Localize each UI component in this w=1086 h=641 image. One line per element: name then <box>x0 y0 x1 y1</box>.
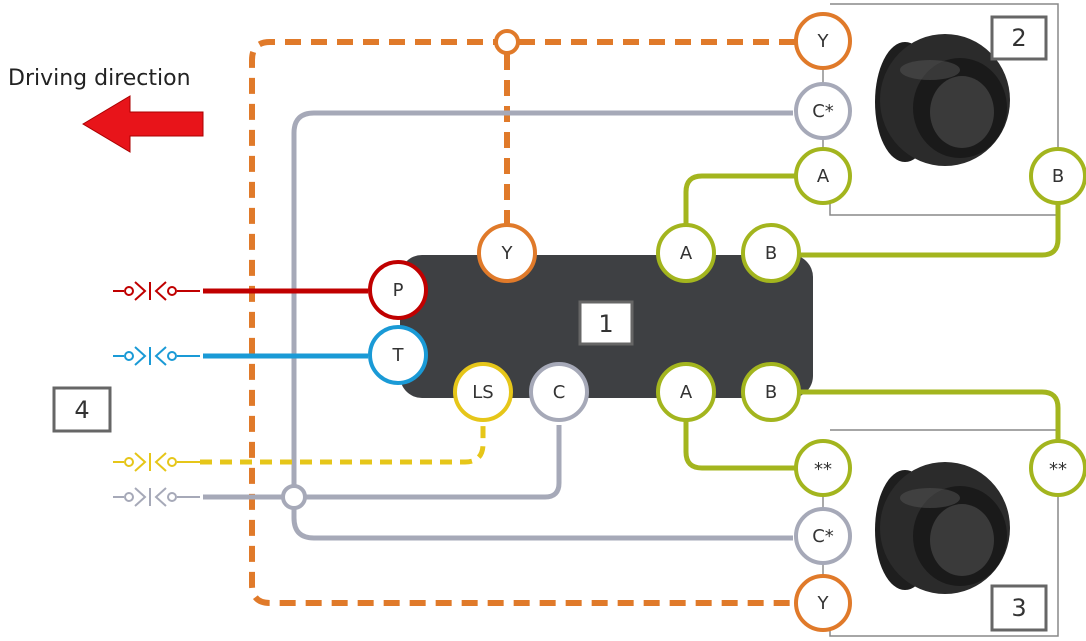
box-motor-bottom: 3 <box>990 584 1048 632</box>
svg-text:4: 4 <box>74 396 89 424</box>
svg-text:C*: C* <box>812 101 834 122</box>
svg-text:B: B <box>765 243 777 264</box>
svg-text:Y: Y <box>817 593 830 614</box>
case-drain-c-line <box>203 425 562 500</box>
port-top-b: B <box>1029 147 1086 205</box>
work-line-b-top <box>800 203 1061 258</box>
case-drain-line <box>291 110 793 541</box>
svg-text:LS: LS <box>472 382 493 403</box>
port-top-c: C* <box>794 82 852 140</box>
work-line-a-bottom <box>683 420 795 471</box>
wheel-motor-bottom-icon <box>875 462 1010 594</box>
port-block-b-top: B <box>741 223 801 283</box>
port-bottom-b: ** <box>1029 439 1086 497</box>
svg-text:2: 2 <box>1011 24 1026 52</box>
svg-text:3: 3 <box>1011 594 1026 622</box>
pilot-junction <box>494 29 520 55</box>
port-block-b-bottom: B <box>741 362 801 422</box>
port-bottom-c: C* <box>794 507 852 565</box>
box-motor-top: 2 <box>990 15 1048 61</box>
load-sense-line <box>200 425 486 465</box>
box-connector-group: 4 <box>52 386 112 433</box>
svg-text:C*: C* <box>812 526 834 547</box>
port-bottom-a: ** <box>794 439 852 497</box>
svg-text:1: 1 <box>598 310 613 338</box>
svg-text:A: A <box>680 382 693 403</box>
coupler-load-sense-icon <box>113 452 200 472</box>
svg-text:B: B <box>1052 166 1064 187</box>
wheel-motor-top-icon <box>875 34 1010 166</box>
port-block-a-top: A <box>656 223 716 283</box>
driving-direction-label: Driving direction <box>8 66 191 91</box>
svg-text:**: ** <box>1049 459 1067 480</box>
svg-text:P: P <box>393 280 404 301</box>
svg-text:C: C <box>553 382 566 403</box>
driving-direction-arrow-icon <box>82 95 204 153</box>
port-block-y: Y <box>477 223 537 283</box>
svg-text:A: A <box>817 166 830 187</box>
pilot-line-outer <box>249 39 795 606</box>
port-block-ls: LS <box>453 362 513 422</box>
port-top-y: Y <box>794 12 852 70</box>
svg-text:A: A <box>680 243 693 264</box>
case-drain-junction <box>281 484 307 510</box>
port-block-t: T <box>368 325 428 385</box>
coupler-tank-icon <box>113 346 200 366</box>
coupler-pressure-icon <box>113 281 200 301</box>
svg-text:**: ** <box>814 459 832 480</box>
work-line-a-top <box>683 173 795 225</box>
svg-text:T: T <box>392 345 405 366</box>
port-top-a: A <box>794 147 852 205</box>
work-line-b-bottom <box>800 389 1061 440</box>
svg-text:Y: Y <box>817 31 830 52</box>
svg-text:B: B <box>765 382 777 403</box>
port-bottom-y: Y <box>794 574 852 632</box>
svg-text:Y: Y <box>501 243 514 264</box>
port-block-a-bottom: A <box>656 362 716 422</box>
coupler-case-drain-icon <box>113 487 200 507</box>
port-block-p: P <box>368 260 428 320</box>
port-block-c: C <box>529 362 589 422</box>
box-valve-block: 1 <box>578 300 634 346</box>
